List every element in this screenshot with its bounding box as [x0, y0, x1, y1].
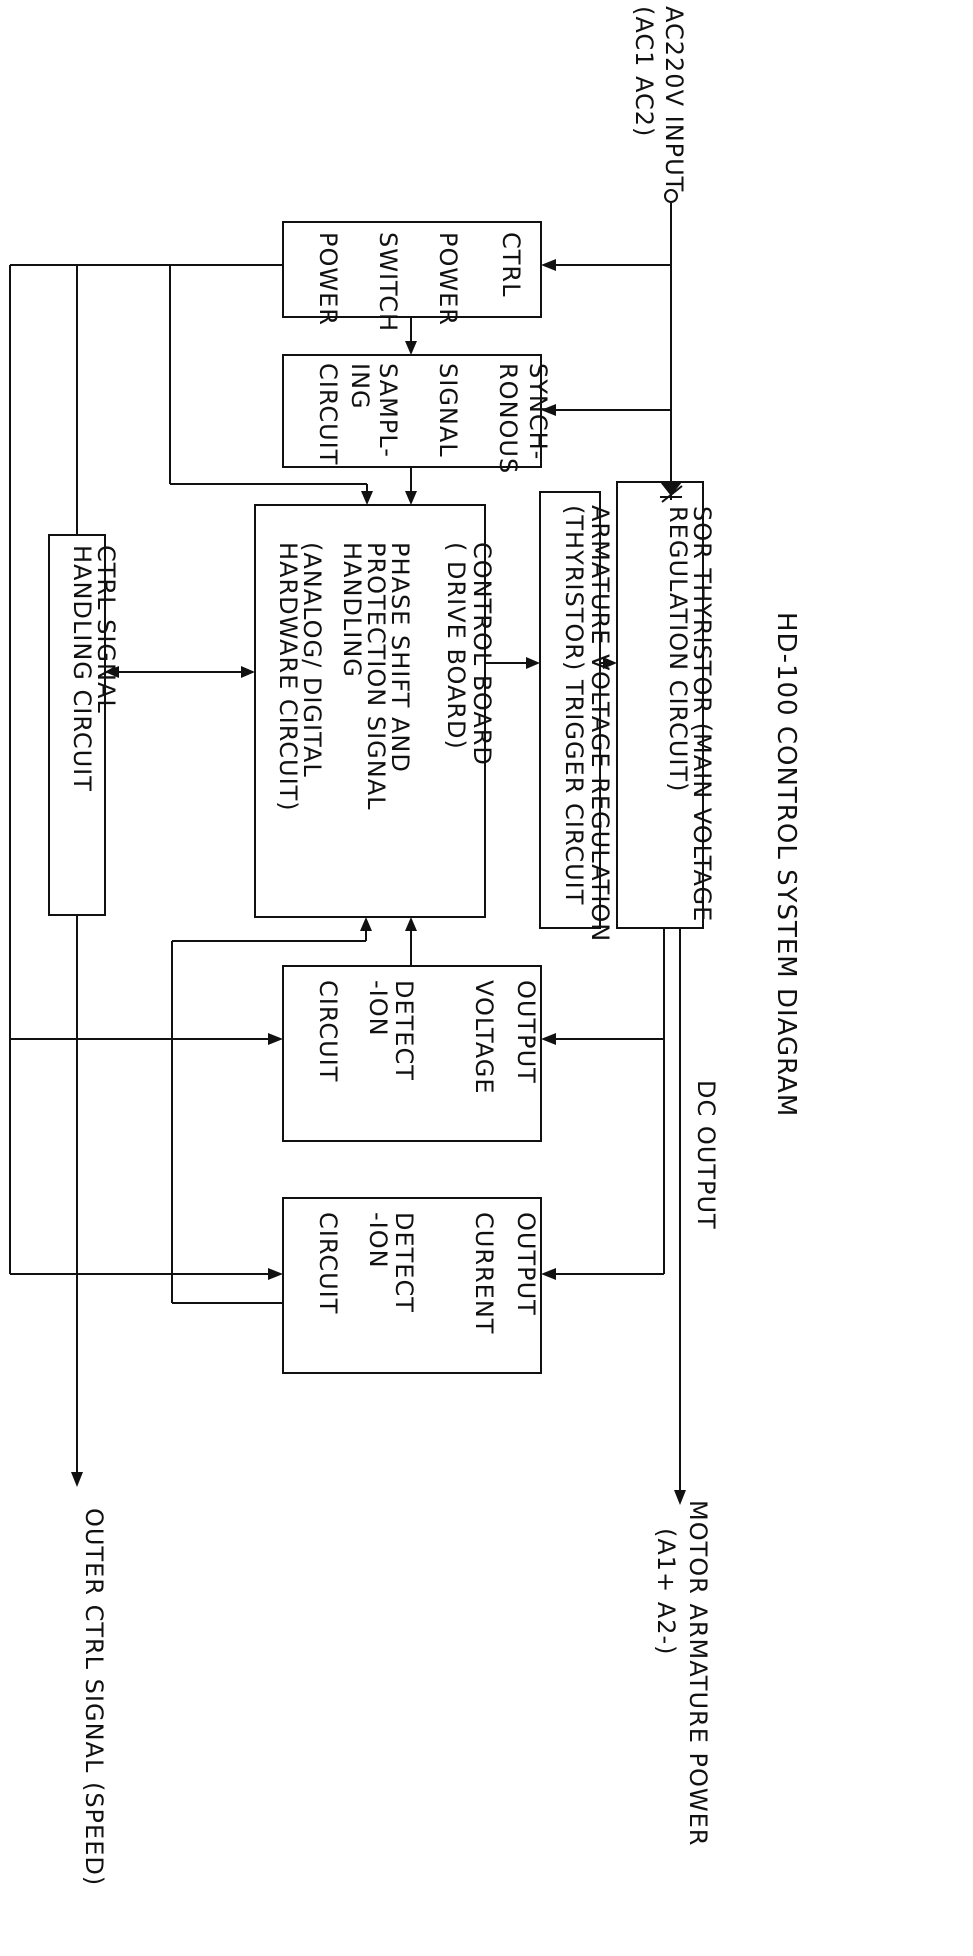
- arrow-to-voltage-detect: [541, 1033, 556, 1045]
- dc-output-label: DC OUTPUT: [692, 1080, 720, 1230]
- sync-line-5: ING: [346, 363, 374, 410]
- motor-power-label: MOTOR ARMATURE POWER (A1+ A2-): [652, 1500, 712, 1846]
- ctrl-power-line-3: SWITCH: [374, 232, 402, 332]
- wires: [9, 203, 681, 1498]
- arrow-power-to-current-detect: [268, 1268, 283, 1280]
- arrow-to-board-left: [241, 666, 255, 678]
- armature-line-2: (THYRISTOR) TRIGGER CIRCUIT: [560, 505, 588, 905]
- ctrl-signal-block: CTRL SIGNAL HANDLING CIRCUIT: [48, 534, 120, 916]
- ctrl-signal-line-1: CTRL SIGNAL: [92, 545, 120, 714]
- armature-line-1: ARMATURE VOLTAGE REGULATION: [586, 505, 614, 942]
- current-detect-block: OUTPUT CURRENT DETECT -ION CIRCUIT: [282, 1197, 542, 1374]
- sync-line-4: SAMPL-: [374, 363, 402, 458]
- arrow-current-to-board: [360, 917, 372, 931]
- ac-input-line-2: (AC1 AC2): [630, 6, 658, 137]
- control-board-line-1: CONTROL BOARD: [468, 542, 496, 766]
- thyristor-block: SOR THYRISTOR (MAIN VOLTAGE REGULATION C…: [616, 472, 716, 929]
- arrow-to-board-from-power: [361, 491, 373, 505]
- diagram-title: HD-100 CONTROL SYSTEM DIAGRAM: [771, 612, 801, 1117]
- arrow-to-ctrl-signal: [105, 666, 119, 678]
- control-board-line-2: ( DRIVE BOARD): [442, 542, 470, 750]
- current-line-4: -ION: [364, 1212, 392, 1269]
- control-board-line-8: (ANALOG/ DIGITAL: [298, 542, 326, 778]
- arrow-power-to-voltage-detect: [268, 1033, 283, 1045]
- thyristor-line-2: REGULATION CIRCUIT): [664, 506, 692, 792]
- sync-line-6: CIRCUIT: [314, 363, 342, 465]
- armature-trigger-block: ARMATURE VOLTAGE REGULATION (THYRISTOR) …: [539, 491, 614, 942]
- arrow-to-current-detect: [541, 1268, 556, 1280]
- control-board-line-4: PHASE SHIFT AND: [386, 542, 414, 773]
- arrow-to-ctrl-power: [541, 259, 556, 271]
- thyristor-line-1: SOR THYRISTOR (MAIN VOLTAGE: [688, 506, 716, 922]
- control-board-line-9: HARDWARE CIRCUIT): [274, 542, 302, 812]
- sync-sampling-block: SYNCH- RONOUS SIGNAL SAMPL- ING CIRCUIT: [282, 354, 552, 474]
- ctrl-power-block: CTRL POWER SWITCH POWER: [282, 221, 542, 332]
- ac-input-terminal: [664, 189, 678, 203]
- control-board-block: CONTROL BOARD ( DRIVE BOARD) PHASE SHIFT…: [254, 504, 496, 918]
- outer-signal-label: OUTER CTRL SIGNAL (SPEED): [80, 1508, 108, 1886]
- sync-line-3: SIGNAL: [434, 363, 462, 458]
- current-line-5: CIRCUIT: [314, 1212, 342, 1314]
- arrow-to-armature: [526, 657, 540, 669]
- voltage-line-3: DETECT: [390, 980, 418, 1081]
- motor-power-line-1: MOTOR ARMATURE POWER: [684, 1500, 712, 1846]
- voltage-line-2: VOLTAGE: [470, 980, 498, 1095]
- voltage-line-4: -ION: [364, 980, 392, 1037]
- voltage-detect-block: OUTPUT VOLTAGE DETECT -ION CIRCUIT: [282, 965, 542, 1142]
- current-line-1: OUTPUT: [512, 1212, 540, 1316]
- motor-power-line-2: (A1+ A2-): [652, 1528, 680, 1656]
- ctrl-power-line-4: POWER: [314, 232, 342, 326]
- control-board-line-5: PROTECTION SIGNAL: [362, 542, 390, 810]
- ctrl-power-line-2: POWER: [434, 232, 462, 326]
- current-line-2: CURRENT: [470, 1212, 498, 1334]
- arrow-voltage-to-board: [405, 917, 417, 931]
- arrow-outer-signal: [71, 1472, 83, 1487]
- ac-input-label: AC220V INPUT (AC1 AC2): [630, 6, 688, 192]
- ac-input-line-1: AC220V INPUT: [660, 6, 688, 192]
- arrow-to-thyristor: [603, 657, 617, 669]
- voltage-line-5: CIRCUIT: [314, 980, 342, 1082]
- arrowheads: [71, 259, 686, 1505]
- arrow-to-sync-top: [405, 341, 417, 355]
- ctrl-signal-line-2: HANDLING CIRCUIT: [68, 545, 96, 792]
- voltage-line-1: OUTPUT: [512, 980, 540, 1084]
- thyristor-symbol: [660, 472, 683, 503]
- current-line-3: DETECT: [390, 1212, 418, 1313]
- ctrl-power-line-1: CTRL: [497, 232, 525, 297]
- arrow-to-board-from-sync: [405, 491, 417, 505]
- arrow-dc-output: [674, 1490, 686, 1505]
- sync-line-2: RONOUS: [494, 363, 522, 474]
- arrow-to-sync: [541, 404, 556, 416]
- control-board-line-6: HANDLING: [338, 542, 366, 678]
